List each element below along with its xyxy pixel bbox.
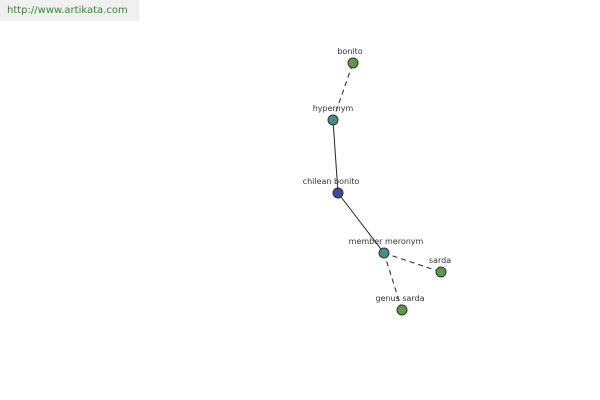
node-label-hypernym: hypernym — [313, 104, 354, 113]
node-member-meronym[interactable] — [378, 247, 390, 259]
node-label-bonito: bonito — [337, 47, 362, 56]
edge-hypernym-bonito — [332, 62, 354, 121]
node-genus-sarda[interactable] — [396, 304, 408, 316]
edge-chilean-bonito-hypernym — [332, 119, 339, 194]
node-label-sarda: sarda — [429, 256, 451, 265]
node-chilean-bonito[interactable] — [332, 187, 344, 199]
edge-member-meronym-sarda — [383, 252, 442, 273]
edge-member-meronym-genus-sarda — [383, 252, 403, 311]
node-bonito[interactable] — [347, 57, 359, 69]
edge-chilean-bonito-member-meronym — [337, 192, 385, 254]
edges-layer — [332, 62, 442, 311]
node-hypernym[interactable] — [327, 114, 339, 126]
node-label-member-meronym: member meronym — [349, 237, 424, 246]
node-label-chilean-bonito: chilean bonito — [303, 177, 360, 186]
source-link[interactable]: http://www.artikata.com — [0, 0, 139, 21]
node-label-genus-sarda: genus sarda — [375, 294, 424, 303]
node-sarda[interactable] — [435, 266, 447, 278]
nodes-layer: bonito hypernym chilean bonito member meron… — [303, 47, 451, 316]
